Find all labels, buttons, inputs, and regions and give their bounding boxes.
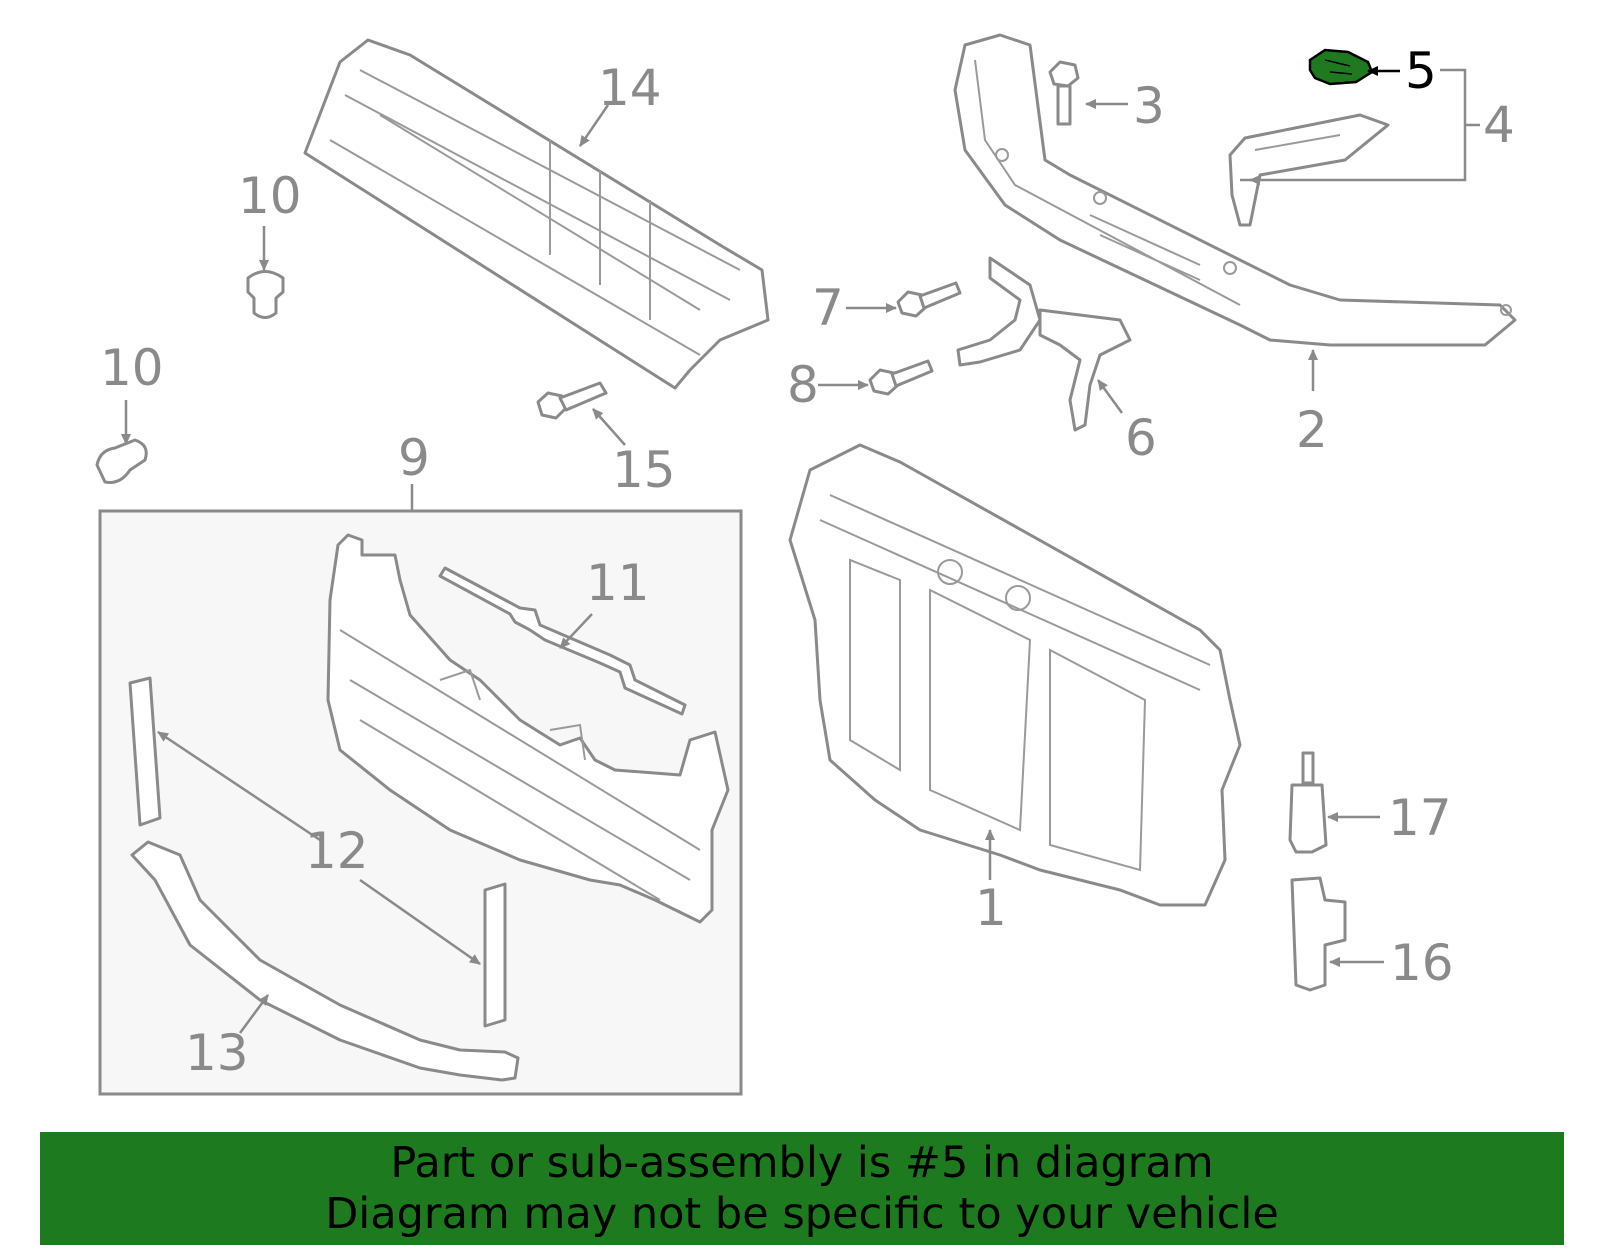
callout-10b: 10 (100, 339, 164, 397)
callout-4: 4 (1483, 96, 1515, 154)
callout-5: 5 (1405, 42, 1437, 100)
banner-line-2: Diagram may not be specific to your vehi… (325, 1189, 1279, 1239)
callout-16: 16 (1390, 934, 1454, 992)
callout-15: 15 (612, 441, 676, 499)
part-10-clip-upper (246, 270, 285, 319)
part-16-sensor (1290, 876, 1347, 992)
callout-17: 17 (1388, 789, 1452, 847)
callout-labels: 14 10 10 15 9 3 5 4 7 8 6 2 11 12 13 1 1… (100, 42, 1515, 1082)
part-12-pad-right (483, 882, 507, 1028)
callout-2: 2 (1296, 401, 1328, 459)
callout-10a: 10 (238, 167, 302, 225)
part-17-sensor (1288, 751, 1328, 854)
callout-7: 7 (812, 279, 844, 337)
part-5-highlighted (1308, 48, 1374, 86)
callout-11: 11 (586, 554, 650, 612)
banner-line-1: Part or sub-assembly is #5 in diagram (390, 1138, 1214, 1188)
callout-1: 1 (975, 879, 1007, 937)
callout-8: 8 (787, 356, 819, 414)
part-12-pad-left (128, 676, 162, 827)
info-banner: Part or sub-assembly is #5 in diagram Di… (40, 1132, 1564, 1245)
callout-13: 13 (185, 1024, 249, 1082)
part-1-radiator-support (788, 443, 1242, 907)
part-10-clip-lower (95, 438, 148, 484)
callout-6: 6 (1125, 409, 1157, 467)
part-6-bracket (956, 256, 1132, 432)
part-14-air-guide (303, 38, 770, 390)
part-15-bolt (536, 381, 608, 420)
callout-12: 12 (305, 822, 369, 880)
part-3-bolt (1048, 60, 1080, 126)
part-7-bolt (896, 281, 962, 318)
callout-14: 14 (598, 59, 662, 117)
leader-lines (121, 66, 1480, 1034)
part-4-bracket (1228, 113, 1390, 227)
part-8-bolt (868, 359, 934, 396)
part-2-upper-tie-bar (953, 33, 1517, 347)
callout-3: 3 (1133, 77, 1165, 135)
callout-9: 9 (398, 429, 430, 487)
part-9-member (326, 533, 730, 924)
